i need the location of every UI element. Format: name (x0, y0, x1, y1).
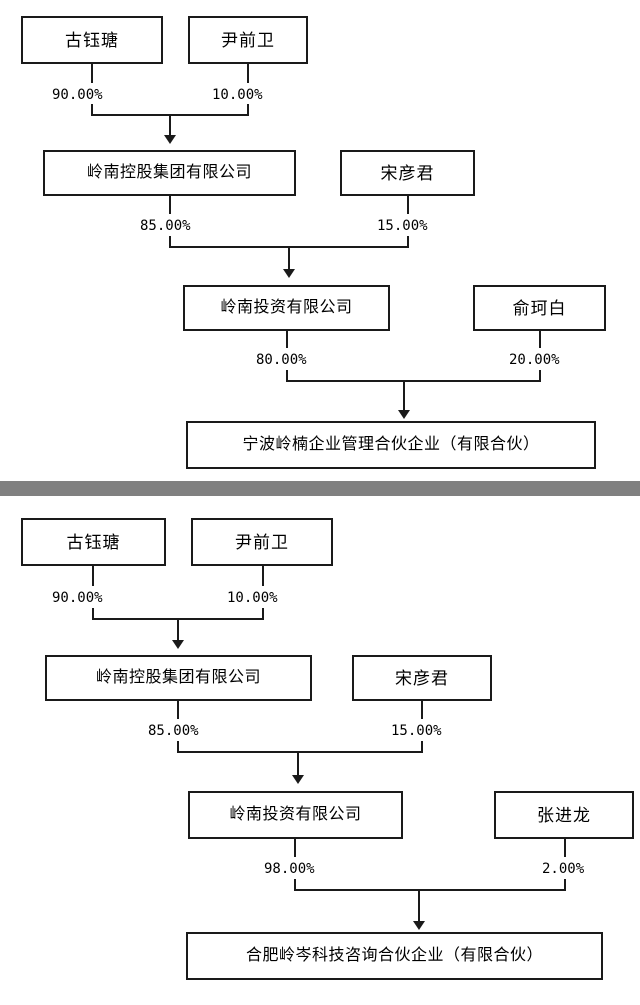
edge-label-investment-to-partnership: 80.00% (256, 352, 307, 368)
edge-label-holding-to-investment: 85.00% (148, 723, 199, 739)
entity-box-investment-company: 岭南投资有限公司 (183, 285, 390, 331)
connector-drop-person-b (262, 608, 264, 620)
entity-box-person-a: 古钰瑭 (21, 16, 163, 64)
connector-drop-person-b (247, 104, 249, 116)
section-separator-bar (0, 481, 640, 496)
entity-box-partnership: 合肥岭岑科技咨询合伙企业（有限合伙） (186, 932, 603, 980)
edge-label-d-to-partnership: 20.00% (509, 352, 560, 368)
edge-label-b-to-holding: 10.00% (212, 87, 263, 103)
connector-drop-investment-company (294, 879, 296, 891)
connector-drop-person-d (564, 879, 566, 891)
entity-box-holding-company: 岭南控股集团有限公司 (45, 655, 312, 701)
connector-drop-person-c (421, 741, 423, 753)
connector-drop-investment-company (286, 370, 288, 382)
entity-box-person-b: 尹前卫 (188, 16, 308, 64)
edge-label-b-to-holding: 10.00% (227, 590, 278, 606)
connector-stub-person-b (262, 566, 264, 586)
connector-bracket-level-3 (286, 380, 541, 382)
ownership-chart-ningbo-lingnan: 古钰瑭 尹前卫 90.00% 10.00% 岭南控股集团有限公司 宋彦君 85.… (0, 0, 640, 481)
connector-bracket-level-2 (177, 751, 423, 753)
connector-drop-person-c (407, 236, 409, 248)
edge-label-a-to-holding: 90.00% (52, 590, 103, 606)
connector-stub-person-a (91, 64, 93, 83)
connector-drop-holding-company (169, 236, 171, 248)
connector-stub-person-d (564, 839, 566, 857)
connector-arrow-shaft-level-2 (297, 751, 299, 777)
entity-box-person-b: 尹前卫 (191, 518, 333, 566)
connector-arrowhead-level-2 (292, 775, 304, 784)
connector-arrowhead-level-2 (283, 269, 295, 278)
connector-stub-investment-company (286, 331, 288, 348)
entity-box-person-d: 张进龙 (494, 791, 634, 839)
connector-arrowhead-level-1 (164, 135, 176, 144)
connector-stub-holding-company (177, 701, 179, 719)
entity-box-person-d: 俞珂白 (473, 285, 606, 331)
connector-stub-person-d (539, 331, 541, 348)
edge-label-investment-to-partnership: 98.00% (264, 861, 315, 877)
connector-arrow-shaft-level-2 (288, 246, 290, 271)
edge-label-holding-to-investment: 85.00% (140, 218, 191, 234)
connector-drop-person-a (91, 104, 93, 116)
ownership-chart-hefei-lingcen: 古钰瑭 尹前卫 90.00% 10.00% 岭南控股集团有限公司 宋彦君 85.… (0, 496, 640, 1005)
connector-arrow-shaft-level-1 (169, 114, 171, 137)
connector-drop-holding-company (177, 741, 179, 753)
connector-stub-person-c (407, 196, 409, 214)
edge-label-a-to-holding: 90.00% (52, 87, 103, 103)
connector-arrowhead-level-3 (398, 410, 410, 419)
connector-arrow-shaft-level-3 (403, 380, 405, 412)
connector-arrow-shaft-level-3 (418, 889, 420, 923)
connector-stub-person-c (421, 701, 423, 719)
entity-box-person-a: 古钰瑭 (21, 518, 166, 566)
connector-stub-person-b (247, 64, 249, 83)
connector-arrowhead-level-3 (413, 921, 425, 930)
connector-arrowhead-level-1 (172, 640, 184, 649)
edge-label-c-to-investment: 15.00% (391, 723, 442, 739)
entity-box-person-c: 宋彦君 (340, 150, 475, 196)
entity-box-holding-company: 岭南控股集团有限公司 (43, 150, 296, 196)
connector-stub-holding-company (169, 196, 171, 214)
connector-arrow-shaft-level-1 (177, 618, 179, 642)
connector-stub-person-a (92, 566, 94, 586)
entity-box-partnership: 宁波岭楠企业管理合伙企业（有限合伙） (186, 421, 596, 469)
connector-bracket-level-3 (294, 889, 566, 891)
entity-box-investment-company: 岭南投资有限公司 (188, 791, 403, 839)
edge-label-d-to-partnership: 2.00% (542, 861, 585, 877)
edge-label-c-to-investment: 15.00% (377, 218, 428, 234)
connector-drop-person-d (539, 370, 541, 382)
connector-stub-investment-company (294, 839, 296, 857)
entity-box-person-c: 宋彦君 (352, 655, 492, 701)
connector-drop-person-a (92, 608, 94, 620)
